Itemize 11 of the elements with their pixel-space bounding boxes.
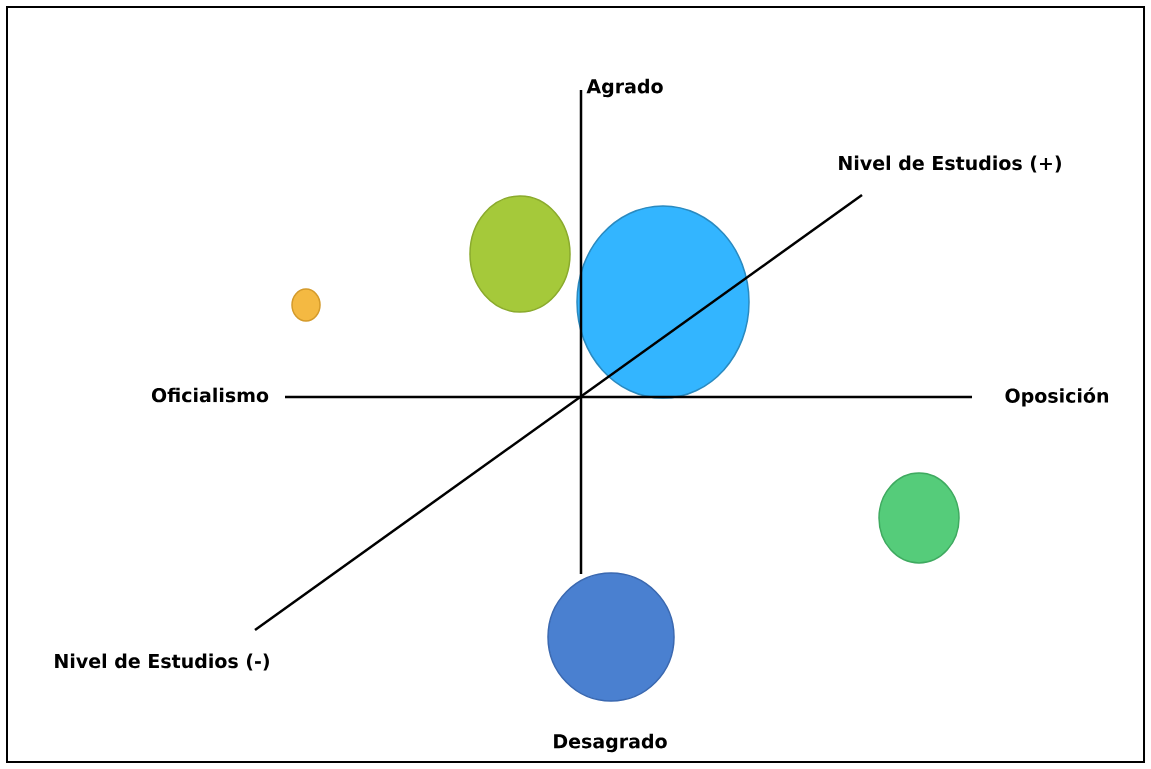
axis-label: Agrado [586, 78, 663, 98]
bubble [878, 472, 960, 564]
axis-label: Oficialismo [151, 387, 269, 403]
axis-label: Desagrado [554, 733, 667, 753]
bubble [469, 195, 571, 313]
bubble [291, 288, 321, 322]
bubble [547, 572, 675, 702]
bubble [576, 205, 750, 399]
axis-label: Nivel de Estudios (+) [839, 155, 1061, 173]
axis-label: Nivel de Estudios (-) [55, 653, 269, 671]
axis-label: Oposición [1005, 387, 1109, 407]
